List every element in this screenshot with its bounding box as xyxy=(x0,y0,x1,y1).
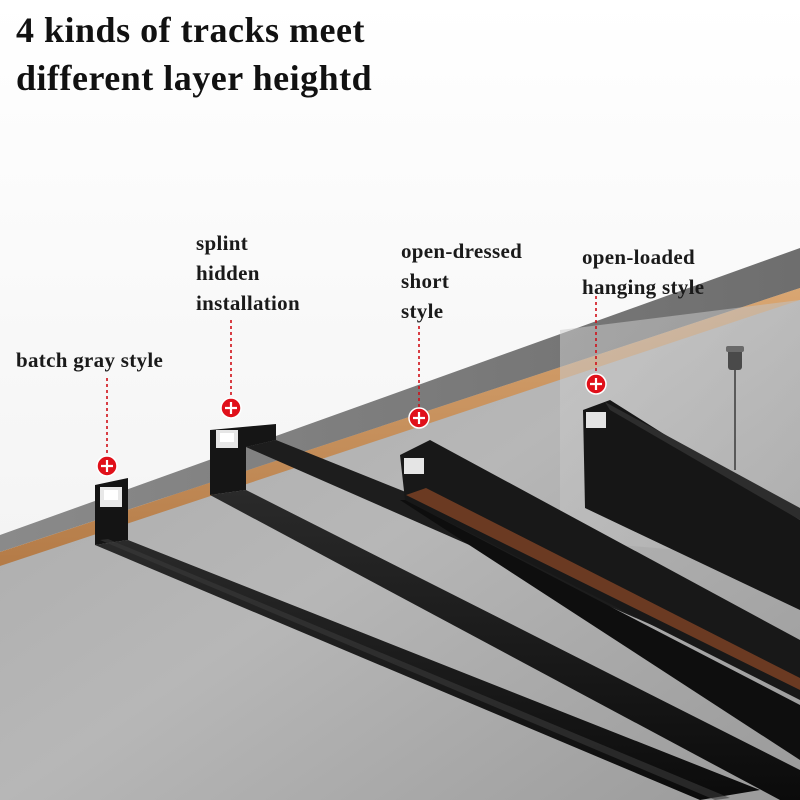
label-line: open-loaded xyxy=(582,245,695,269)
label-line: short xyxy=(401,269,450,293)
callout-lines xyxy=(106,296,597,456)
marker-open-dressed xyxy=(408,407,430,429)
label-open-dressed: open-dressed short style xyxy=(401,236,522,326)
label-splint-hidden: splint hidden installation xyxy=(196,228,300,318)
label-line: hidden xyxy=(196,261,260,285)
label-line: open-dressed xyxy=(401,239,523,263)
track-open-dressed xyxy=(400,440,800,760)
title-line-1: 4 kinds of tracks meet xyxy=(16,10,365,50)
track-batch-gray xyxy=(95,478,760,800)
label-open-loaded: open-loaded hanging style xyxy=(582,242,704,302)
label-line: style xyxy=(401,299,444,323)
board-top-surface xyxy=(0,248,800,552)
marker-splint-hidden xyxy=(220,397,242,419)
label-line: splint xyxy=(196,231,248,255)
marker-batch-gray xyxy=(96,455,118,477)
track-open-loaded-hanging xyxy=(583,346,800,610)
marker-open-loaded xyxy=(585,373,607,395)
label-batch-gray: batch gray style xyxy=(16,345,163,375)
label-line: installation xyxy=(196,291,300,315)
label-line: hanging style xyxy=(582,275,705,299)
label-line: batch gray style xyxy=(16,348,164,372)
title-line-2: different layer heightd xyxy=(16,58,373,98)
